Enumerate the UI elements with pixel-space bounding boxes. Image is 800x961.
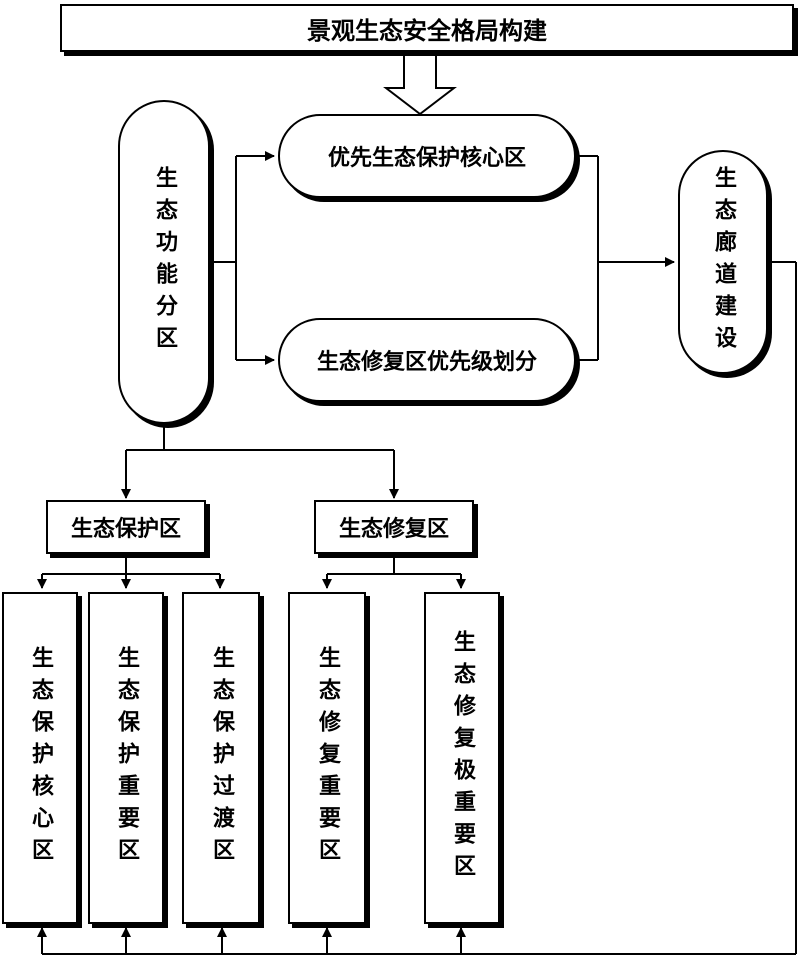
protection-zone-node: 生态保护区 bbox=[46, 500, 206, 554]
priority-core-node: 优先生态保护核心区 bbox=[278, 114, 576, 198]
zoning-branch-lines bbox=[210, 151, 275, 365]
restoration-priority-node: 生态修复区优先级划分 bbox=[278, 318, 576, 402]
corridor-node: 生态廊道建设 bbox=[678, 150, 768, 374]
corridor-feedback-lines bbox=[37, 261, 797, 955]
sub-zone-transition-text: 生态保护过渡区 bbox=[209, 646, 234, 870]
corridor-text: 生态廊道建设 bbox=[711, 166, 736, 358]
restoration-zone-text: 生态修复区 bbox=[338, 517, 449, 542]
restoration-zone-node: 生态修复区 bbox=[314, 500, 474, 554]
sub-zone-important-text: 生态保护重要区 bbox=[114, 646, 139, 870]
sub-zone-core-text: 生态保护核心区 bbox=[28, 646, 53, 870]
title-box: 景观生态安全格局构建 bbox=[60, 4, 794, 52]
title-text: 景观生态安全格局构建 bbox=[307, 16, 547, 45]
restoration-priority-text: 生态修复区优先级划分 bbox=[316, 350, 537, 375]
sub-zone-important: 生态保护重要区 bbox=[88, 592, 164, 924]
sub-zone-core: 生态保护核心区 bbox=[2, 592, 78, 924]
functional-zoning-text: 生态功能分区 bbox=[152, 166, 177, 358]
merge-to-corridor-lines bbox=[576, 155, 675, 361]
functional-zoning-node: 生态功能分区 bbox=[118, 100, 210, 424]
zoning-down-lines bbox=[121, 424, 399, 499]
priority-core-text: 优先生态保护核心区 bbox=[327, 146, 526, 171]
sub-zone-restore-very-important-text: 生态修复极重要区 bbox=[450, 630, 475, 886]
protection-zone-text: 生态保护区 bbox=[70, 517, 181, 542]
sub-zone-restore-important: 生态修复重要区 bbox=[288, 592, 366, 924]
restoration-branch-lines bbox=[322, 556, 466, 589]
protection-branch-lines bbox=[37, 556, 225, 589]
sub-zone-restore-very-important: 生态修复极重要区 bbox=[424, 592, 500, 924]
sub-zone-restore-important-text: 生态修复重要区 bbox=[315, 646, 340, 870]
hollow-down-arrow bbox=[383, 53, 457, 116]
sub-zone-transition: 生态保护过渡区 bbox=[182, 592, 260, 924]
